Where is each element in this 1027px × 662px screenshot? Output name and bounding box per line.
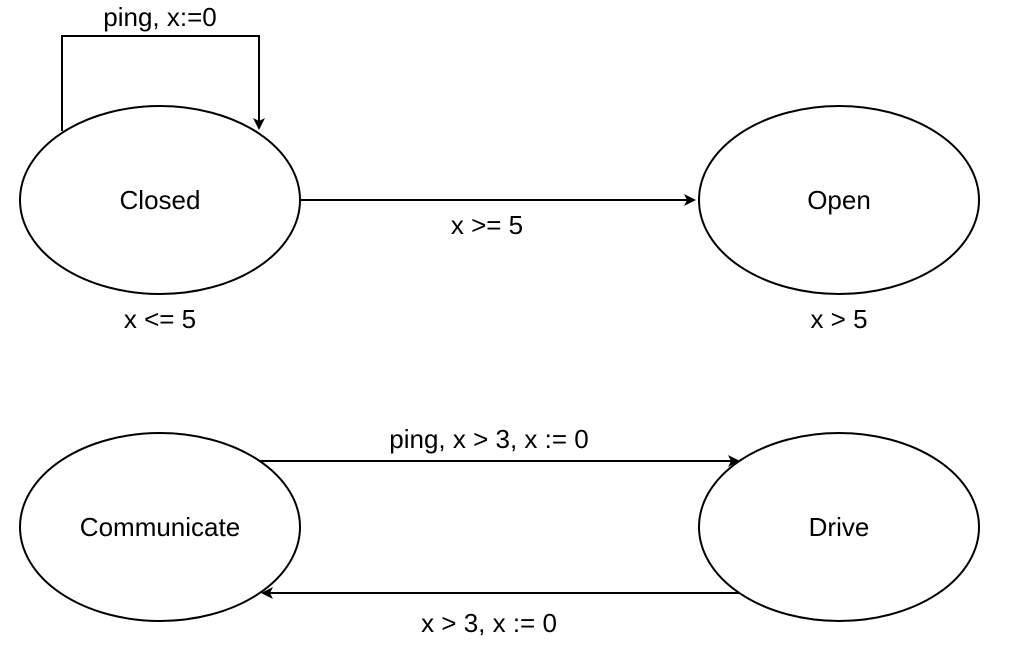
communicate-to-drive-label: ping, x > 3, x := 0 [389,424,588,454]
closed-self-loop-edge [61,35,265,131]
state-open [698,105,980,295]
state-open-label: Open [807,185,871,215]
state-closed-invariant: x <= 5 [124,304,196,334]
state-drive [698,432,980,622]
state-open-invariant: x > 5 [810,304,867,334]
state-closed-label: Closed [120,185,201,215]
drive-to-communicate-label: x > 3, x := 0 [421,608,557,638]
state-drive-label: Drive [809,512,870,542]
state-communicate [19,432,301,622]
closed-to-open-label: x >= 5 [451,210,523,240]
closed-self-loop-label: ping, x:=0 [103,2,216,32]
state-communicate-label: Communicate [80,512,240,542]
state-closed [19,105,301,295]
